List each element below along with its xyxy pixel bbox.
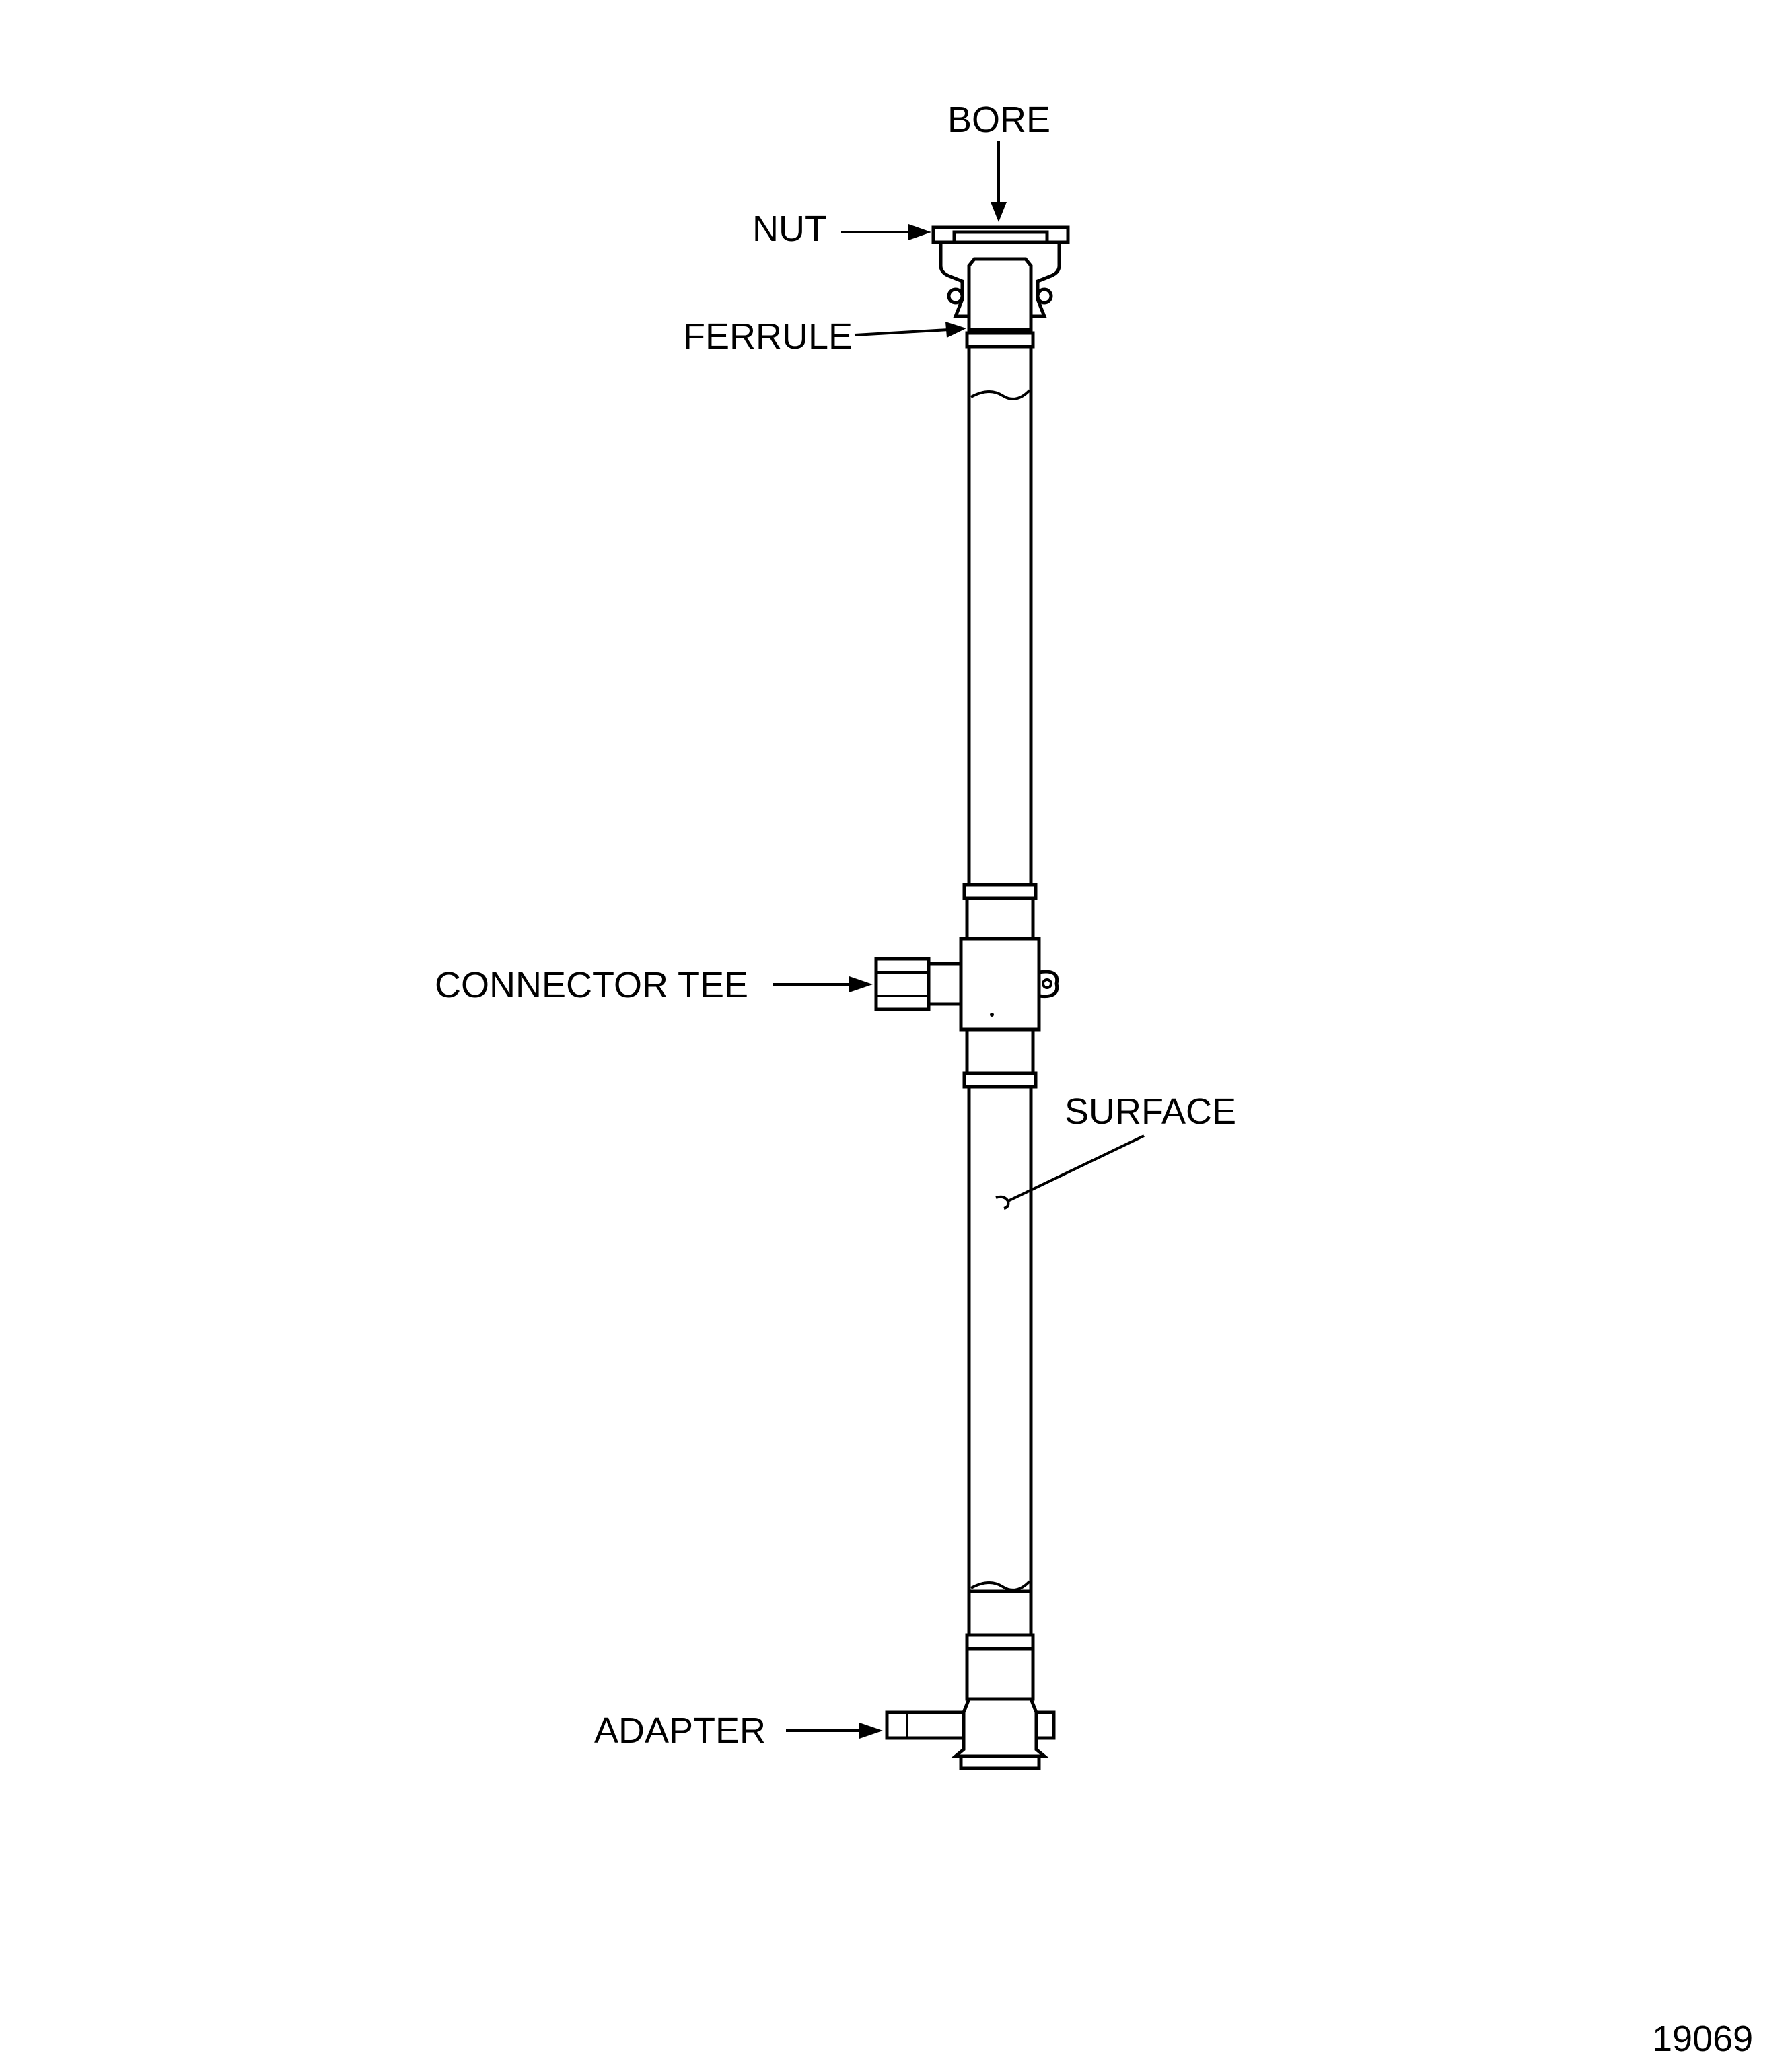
- bore-label: BORE: [947, 100, 1050, 140]
- surface-callout: [995, 1134, 1145, 1210]
- nut-fitting: [931, 225, 1070, 335]
- pipe-body: [962, 331, 1038, 1701]
- adapter-fitting: [885, 1697, 1056, 1770]
- adapter-callout: [786, 1723, 883, 1739]
- figure-number: 19069: [1652, 2019, 1753, 2059]
- adapter-label: ADAPTER: [594, 1710, 766, 1751]
- ferrule-label: FERRULE: [683, 316, 853, 357]
- ferrule-callout: [854, 322, 966, 338]
- surface-label: SURFACE: [1065, 1091, 1236, 1132]
- nut-callout: [841, 224, 931, 240]
- connector-tee-callout: [773, 976, 873, 992]
- bore-callout: [991, 141, 1007, 222]
- connector-tee: [874, 937, 1059, 1032]
- connector-tee-label: CONNECTOR TEE: [435, 965, 748, 1005]
- nut-label: NUT: [752, 209, 827, 249]
